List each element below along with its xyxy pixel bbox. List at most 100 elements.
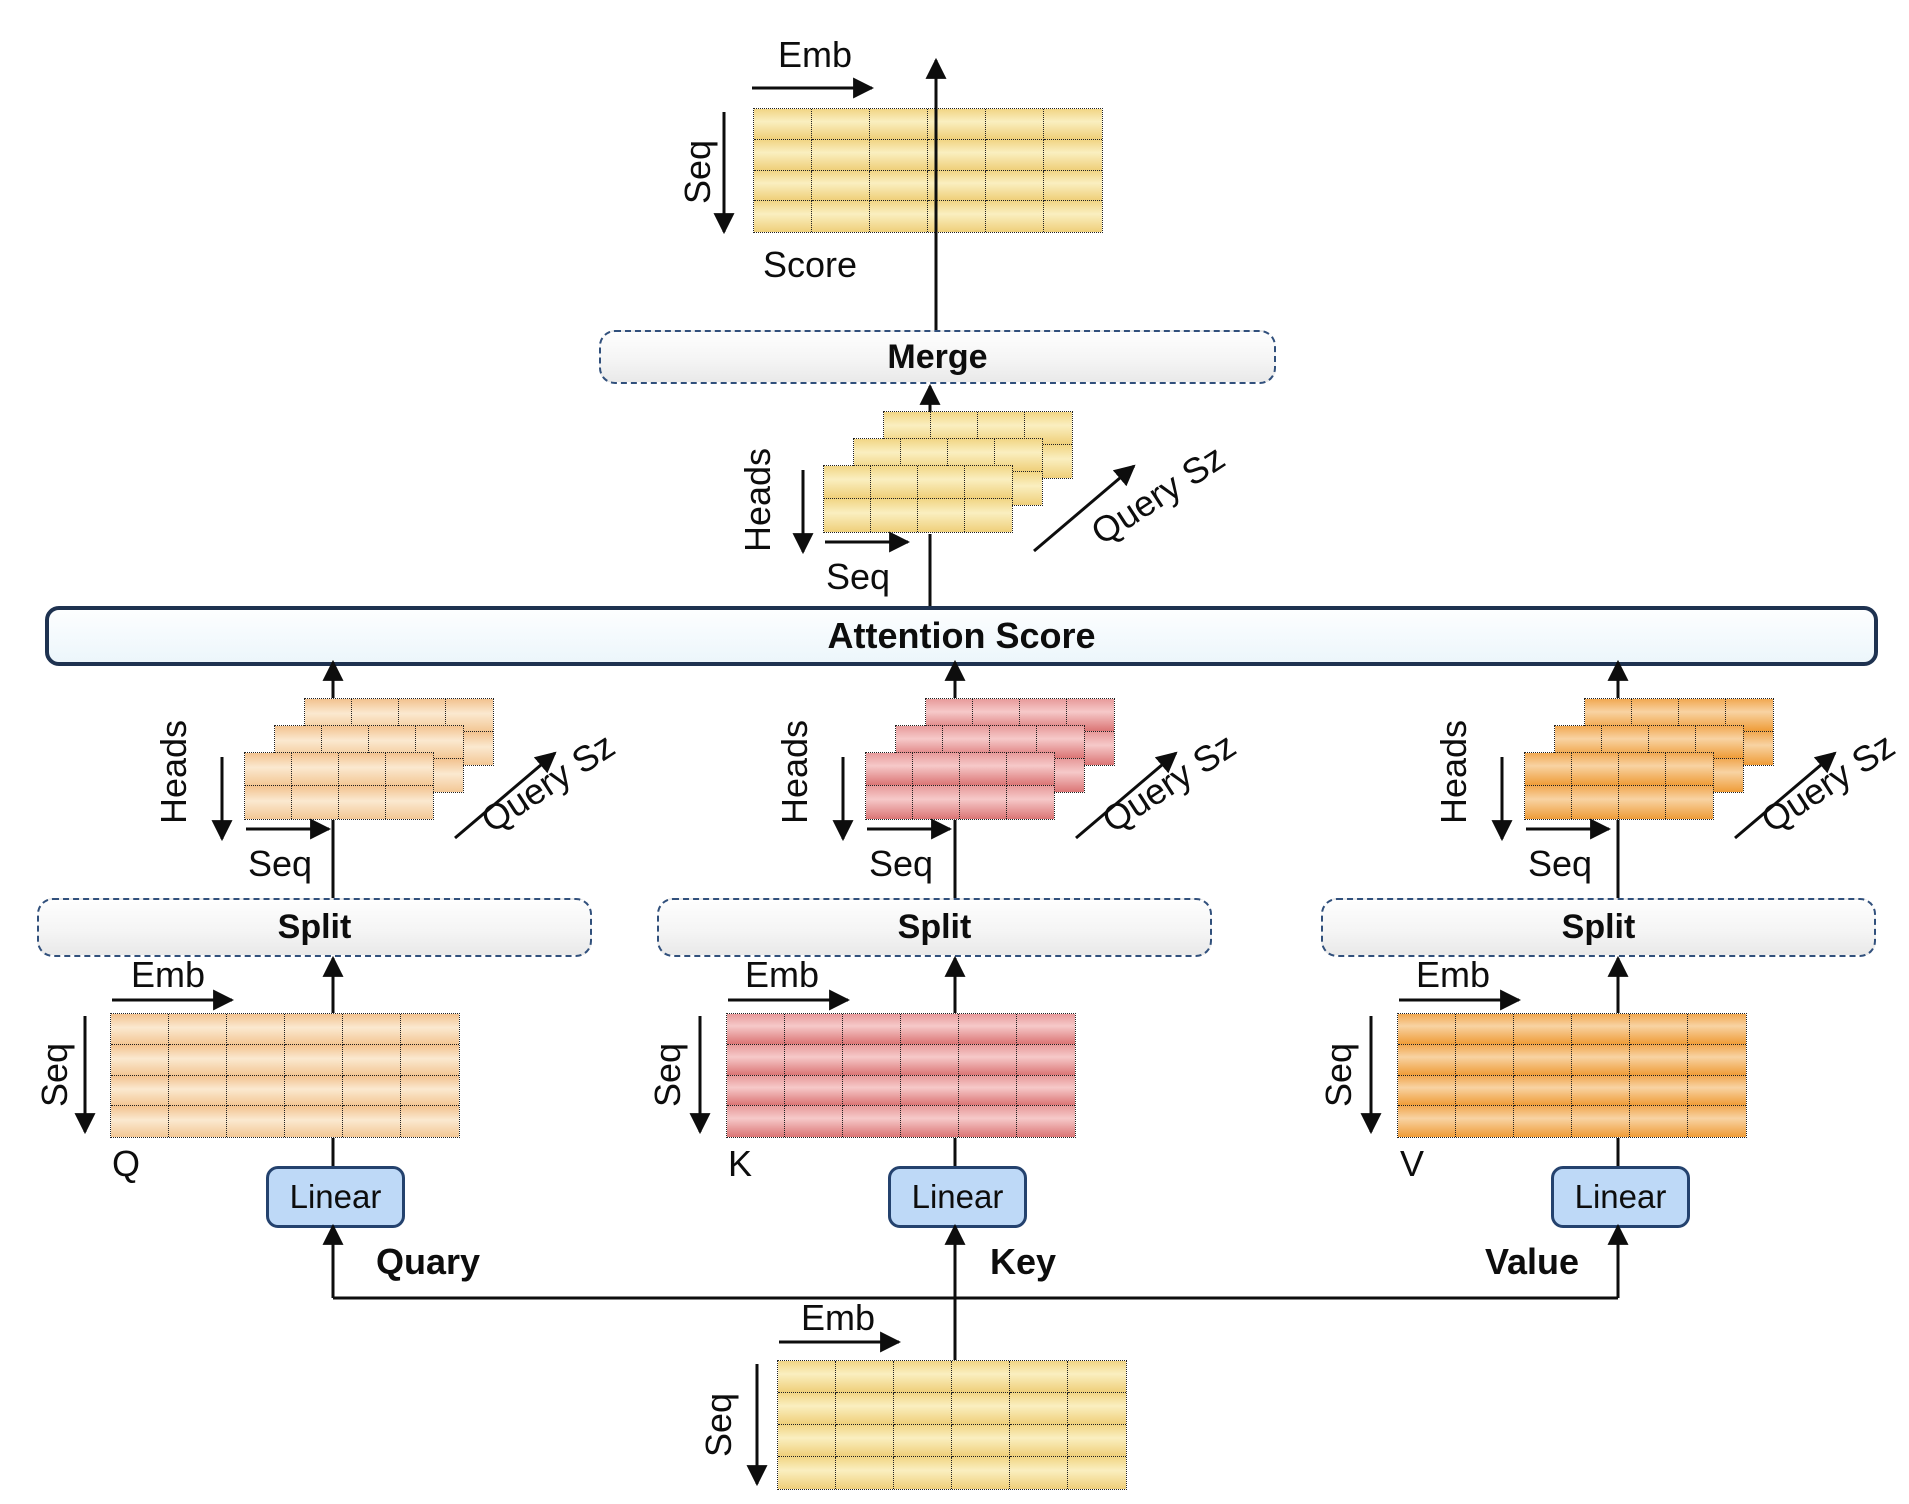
matrix-cell — [866, 753, 913, 786]
matrix-cell — [227, 1075, 285, 1107]
matrix-cell — [928, 170, 986, 202]
query-size-axis-label-q: Query Sz — [473, 724, 622, 841]
matrix-cell — [1017, 1044, 1075, 1076]
matrix-cell — [245, 786, 292, 819]
seq-axis-label-input: Seq — [698, 1392, 739, 1458]
split-box-k: Split — [657, 898, 1212, 957]
matrix-cell — [1619, 786, 1666, 819]
matrix-cell — [965, 466, 1012, 499]
matrix-cell — [843, 1014, 901, 1045]
matrix-cell — [1456, 1106, 1514, 1137]
matrix-cell — [913, 753, 960, 786]
matrix-cell — [111, 1106, 169, 1137]
matrix-cell — [812, 201, 870, 232]
matrix-cell — [870, 109, 928, 140]
matrix-cell — [901, 1044, 959, 1076]
matrix-cell — [401, 1106, 459, 1137]
split-box-v: Split — [1321, 898, 1876, 957]
seq-axis-label-merged: Seq — [825, 556, 891, 597]
matrix-cell — [785, 1106, 843, 1137]
matrix-cell — [1044, 109, 1102, 140]
matrix-cell — [386, 753, 433, 786]
score-matrix-label: Score — [762, 244, 858, 285]
matrix-cell — [870, 170, 928, 202]
matrix-cell — [1068, 1393, 1126, 1425]
matrix-cell — [339, 753, 386, 786]
matrix-cell — [1017, 1014, 1075, 1045]
seq-axis-label-q-matrix: Seq — [34, 1042, 75, 1108]
matrix-cell — [1010, 1361, 1068, 1393]
seq-axis-label-v-matrix: Seq — [1318, 1042, 1359, 1108]
matrix-cell — [1007, 753, 1054, 786]
matrix-cell — [843, 1075, 901, 1107]
emb-axis-label-score: Emb — [777, 34, 853, 75]
seq-axis-label-score: Seq — [677, 139, 718, 205]
matrix-cell — [918, 499, 965, 532]
matrix-cell — [727, 1014, 785, 1045]
matrix-cell — [824, 499, 871, 532]
matrix-cell — [778, 1425, 836, 1457]
v-matrix — [1397, 1013, 1747, 1138]
matrix-cell — [952, 1425, 1010, 1457]
matrix-cell — [836, 1393, 894, 1425]
matrix-cell — [824, 466, 871, 499]
matrix-cell — [1514, 1014, 1572, 1045]
matrix-cell — [812, 109, 870, 140]
matrix-cell — [894, 1361, 952, 1393]
q-matrix — [110, 1013, 460, 1138]
q-matrix-label: Q — [111, 1143, 141, 1184]
matrix-cell — [894, 1425, 952, 1457]
seq-axis-label-k-matrix: Seq — [647, 1042, 688, 1108]
matrix-cell — [1007, 786, 1054, 819]
matrix-cell — [785, 1044, 843, 1076]
matrix-cell — [785, 1014, 843, 1045]
matrix-cell — [778, 1361, 836, 1393]
matrix-cell — [1525, 753, 1572, 786]
matrix-cell — [1456, 1014, 1514, 1045]
query-size-axis-label-merged: Query Sz — [1083, 436, 1232, 553]
matrix-cell — [169, 1014, 227, 1045]
key-heads-stack — [865, 698, 1115, 820]
matrix-cell — [1514, 1044, 1572, 1076]
matrix-cell — [169, 1044, 227, 1076]
emb-axis-label-input: Emb — [800, 1297, 876, 1338]
matrix-cell — [1666, 753, 1713, 786]
matrix-cell — [952, 1457, 1010, 1489]
matrix-cell — [1044, 201, 1102, 232]
matrix-cell — [227, 1014, 285, 1045]
matrix-cell — [843, 1106, 901, 1137]
matrix-cell — [778, 1393, 836, 1425]
matrix-cell — [1688, 1106, 1746, 1137]
matrix-cell — [871, 466, 918, 499]
matrix-cell — [1688, 1075, 1746, 1107]
matrix-cell — [785, 1075, 843, 1107]
matrix-cell — [1572, 1044, 1630, 1076]
matrix-cell — [1525, 786, 1572, 819]
heads-axis-label-k: Heads — [774, 719, 815, 825]
matrix-cell — [1068, 1425, 1126, 1457]
heads-axis-label-q: Heads — [153, 719, 194, 825]
matrix-cell — [871, 499, 918, 532]
matrix-cell — [928, 201, 986, 232]
matrix-cell — [965, 499, 1012, 532]
matrix-cell — [1010, 1425, 1068, 1457]
linear-box-q: Linear — [266, 1166, 405, 1228]
matrix-cell — [1688, 1044, 1746, 1076]
matrix-cell — [952, 1393, 1010, 1425]
matrix-cell — [285, 1106, 343, 1137]
matrix-cell — [918, 466, 965, 499]
matrix-cell — [1044, 139, 1102, 171]
split-box-q: Split — [37, 898, 592, 957]
matrix-cell — [169, 1106, 227, 1137]
matrix-cell — [285, 1044, 343, 1076]
k-matrix — [726, 1013, 1076, 1138]
matrix-cell — [1630, 1044, 1688, 1076]
matrix-cell — [901, 1014, 959, 1045]
matrix-cell — [870, 201, 928, 232]
matrix-cell — [285, 1014, 343, 1045]
matrix-cell — [292, 786, 339, 819]
matrix-cell — [959, 1044, 1017, 1076]
value-branch-label: Value — [1484, 1241, 1580, 1282]
matrix-cell — [401, 1044, 459, 1076]
matrix-cell — [986, 201, 1044, 232]
